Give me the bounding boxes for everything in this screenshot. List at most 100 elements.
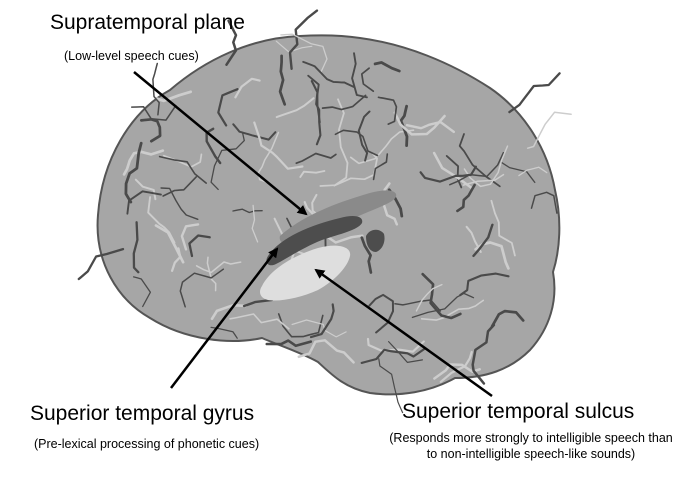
- gyrus-fold: [321, 94, 367, 111]
- gyrus-fold: [405, 120, 455, 134]
- gyrus-fold: [518, 166, 548, 177]
- gyrus-fold: [232, 123, 277, 141]
- superior-temporal-sulcus-region: [260, 245, 351, 301]
- gyrus-fold: [132, 276, 152, 308]
- gyrus-fold: [377, 96, 398, 125]
- gyrus-fold: [382, 182, 399, 226]
- supratemporal-plane-subtitle: (Low-level speech cues): [64, 49, 199, 63]
- gyrus-fold: [309, 303, 335, 339]
- gyrus-fold: [351, 52, 368, 99]
- gyrus-fold: [210, 131, 245, 191]
- gyrus-fold: [299, 170, 326, 178]
- gyrus-fold: [420, 299, 485, 321]
- gyrus-fold: [439, 350, 473, 383]
- gyrus-fold: [456, 183, 476, 213]
- superior-temporal-sulcus-subtitle: (Responds more strongly to intelligible …: [389, 431, 673, 461]
- gyrus-fold: [490, 199, 516, 257]
- gyrus-fold: [471, 323, 496, 385]
- gyrus-fold: [324, 234, 364, 244]
- gyrus-fold: [122, 149, 165, 176]
- gyrus-fold: [349, 129, 415, 165]
- gyrus-fold: [490, 309, 525, 328]
- gyrus-fold: [333, 98, 349, 187]
- superior-temporal-sulcus-title: Superior temporal sulcus: [402, 400, 635, 423]
- gyrus-fold: [462, 173, 505, 186]
- gyrus-fold: [225, 19, 238, 66]
- gyrus-fold: [411, 292, 475, 319]
- gyrus-fold: [302, 60, 355, 88]
- gyrus-fold: [419, 165, 477, 183]
- gyrus-fold: [360, 67, 375, 93]
- gyrus-fold: [160, 187, 199, 220]
- superior-temporal-gyrus-region: [266, 215, 363, 266]
- gyrus-fold: [217, 88, 239, 127]
- gyrus-fold: [372, 153, 389, 181]
- gyri-texture: [77, 9, 572, 414]
- gyrus-fold: [334, 129, 379, 157]
- gyrus-fold: [357, 110, 371, 162]
- gyrus-fold: [310, 80, 322, 146]
- gyrus-fold: [449, 151, 505, 186]
- gyrus-fold: [463, 145, 509, 188]
- gyrus-fold: [277, 313, 324, 338]
- gyrus-fold: [459, 272, 510, 297]
- gyrus-fold: [415, 283, 443, 312]
- gyrus-fold: [445, 155, 463, 189]
- gyrus-fold: [421, 272, 462, 320]
- gyrus-fold: [251, 204, 259, 243]
- superior-temporal-gyrus-subtitle: (Pre-lexical processing of phonetic cues…: [34, 437, 260, 451]
- gyrus-fold: [275, 40, 313, 53]
- gyrus-fold: [530, 191, 558, 214]
- superior-temporal-gyrus-title: Superior temporal gyrus: [30, 402, 255, 425]
- arrow-gyrus: [170, 247, 279, 389]
- gyrus-fold: [500, 161, 536, 184]
- supratemporal-plane-title: Supratemporal plane: [50, 11, 245, 34]
- gyrus-fold: [77, 247, 125, 281]
- gyrus-fold: [373, 61, 401, 73]
- gyrus-fold: [360, 236, 373, 274]
- gyrus-fold: [232, 208, 263, 214]
- gyrus-fold: [154, 224, 185, 264]
- gyrus-fold: [465, 225, 482, 253]
- gyrus-fold: [130, 104, 177, 121]
- gyrus-fold: [210, 303, 248, 321]
- gyrus-fold: [393, 111, 446, 136]
- gyrus-fold: [253, 121, 304, 170]
- gyrus-fold: [394, 299, 442, 312]
- gyrus-fold: [132, 221, 140, 274]
- gyrus-fold: [360, 348, 426, 364]
- gyrus-fold: [265, 339, 313, 348]
- gyrus-fold: [139, 117, 162, 143]
- gyrus-small-patch: [366, 229, 385, 252]
- gyrus-fold: [257, 131, 280, 184]
- gyrus-fold: [188, 234, 211, 258]
- gyrus-fold: [124, 141, 143, 204]
- arrow-sulcus: [314, 268, 493, 398]
- arrow-supratemporal: [133, 71, 308, 216]
- gyrus-fold: [280, 33, 328, 74]
- gyrus-fold: [278, 54, 287, 106]
- gyrus-fold: [234, 77, 261, 99]
- gyrus-fold: [399, 104, 409, 147]
- gyrus-fold: [472, 223, 494, 258]
- gyrus-fold: [229, 313, 290, 330]
- gyrus-fold: [291, 319, 347, 338]
- gyrus-fold: [388, 341, 423, 363]
- gyrus-fold: [156, 90, 193, 103]
- gyrus-fold: [206, 256, 217, 292]
- gyrus-fold: [180, 223, 200, 251]
- gyrus-fold: [195, 261, 242, 274]
- gyrus-fold: [179, 268, 225, 308]
- gyrus-fold: [378, 358, 404, 414]
- gyrus-fold: [126, 190, 162, 215]
- gyrus-fold: [297, 339, 355, 364]
- gyrus-fold: [432, 151, 474, 190]
- gyrus-fold: [295, 152, 337, 165]
- gyrus-fold: [210, 326, 238, 339]
- gyrus-fold: [158, 155, 207, 184]
- gyrus-fold: [508, 72, 561, 114]
- gyrus-fold: [275, 97, 315, 119]
- gyrus-fold: [458, 133, 501, 188]
